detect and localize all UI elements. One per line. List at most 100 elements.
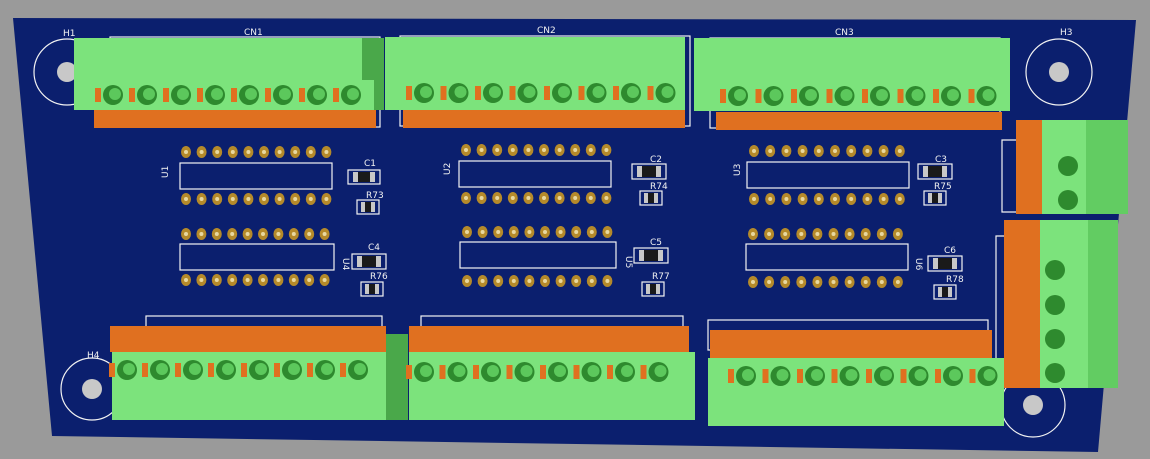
- capacitor-c6: C6: [927, 246, 963, 272]
- terminal-screw-icon: [95, 85, 123, 105]
- ic-label: U3: [733, 164, 743, 176]
- dip-ic-icon: [830, 193, 840, 205]
- terminal-screw-icon: [755, 86, 784, 106]
- dip-ic-icon: [892, 228, 903, 240]
- capacitor-label: C1: [364, 159, 376, 169]
- resistor-r73: R73: [356, 191, 384, 215]
- terminal-screw-icon: [968, 86, 997, 106]
- dip-ic-icon: [319, 228, 330, 240]
- dip-ic-icon: [493, 275, 504, 287]
- terminal-screw-icon: [406, 362, 434, 382]
- dip-ic-icon: [274, 193, 285, 205]
- dip-ic-icon: [288, 274, 299, 286]
- terminal-screw-icon: [544, 83, 572, 103]
- terminal-screw-icon: [1058, 156, 1078, 176]
- dip-ic-icon: [508, 226, 519, 238]
- terminal-screw-icon: [340, 360, 368, 380]
- ic-u5: U5: [459, 226, 633, 287]
- resistor-r74: R74: [639, 182, 668, 206]
- dip-ic-icon: [764, 228, 775, 240]
- terminal-screw-icon: [831, 366, 860, 386]
- dip-ic-icon: [462, 226, 472, 238]
- terminal-screw-icon: [163, 85, 191, 105]
- terminal-screw-icon: [1045, 260, 1065, 280]
- smd-component-icon: [631, 163, 667, 180]
- dip-ic-icon: [476, 144, 487, 156]
- dip-ic-icon: [860, 276, 871, 288]
- smd-component-icon: [639, 190, 663, 206]
- terminal-screw-icon: [969, 366, 998, 386]
- dip-ic-icon: [258, 274, 268, 286]
- connector-cn3: [694, 38, 1010, 130]
- dip-ic-icon: [781, 145, 792, 157]
- dip-ic-icon: [243, 146, 254, 158]
- terminal-screw-icon: [647, 83, 676, 103]
- terminal-screw-icon: [933, 86, 961, 106]
- mounting-hole-icon: [1023, 395, 1043, 415]
- dip-ic-icon: [860, 228, 871, 240]
- terminal-screw-icon: [1058, 190, 1078, 210]
- connector-right-lower: [995, 220, 1118, 388]
- dip-ic-icon: [273, 274, 284, 286]
- capacitor-label: C6: [944, 246, 956, 256]
- resistor-label: R75: [934, 182, 952, 192]
- terminal-screw-icon: [299, 85, 327, 105]
- resistor-r76: R76: [360, 272, 388, 297]
- dip-ic-icon: [748, 276, 758, 288]
- terminal-screw-icon: [439, 362, 468, 382]
- dip-ic-icon: [878, 145, 889, 157]
- dip-ic-icon: [196, 228, 207, 240]
- capacitor-c1: C1: [347, 159, 381, 185]
- terminal-screw-icon: [475, 83, 503, 103]
- dip-ic-icon: [764, 276, 775, 288]
- dip-ic-icon: [258, 228, 268, 240]
- capacitor-c5: C5: [633, 238, 669, 264]
- dip-ic-icon: [321, 146, 332, 158]
- connector-bottom-3: [708, 330, 1004, 426]
- dip-ic-icon: [765, 145, 776, 157]
- hole-label: H4: [87, 351, 100, 361]
- terminal-screw-icon: [509, 83, 538, 103]
- dip-ic-icon: [304, 274, 315, 286]
- ic-label: U2: [443, 163, 453, 175]
- dip-ic-icon: [211, 274, 222, 286]
- dip-ic-icon: [797, 145, 808, 157]
- hole-label: H1: [63, 29, 76, 39]
- connector-bottom-2: [406, 326, 695, 420]
- dip-ic-icon: [196, 193, 207, 205]
- dip-ic-icon: [181, 228, 191, 240]
- dip-ic-icon: [305, 193, 316, 205]
- dip-ic-icon: [828, 276, 839, 288]
- dip-ic-icon: [585, 192, 596, 204]
- dip-ic-icon: [540, 275, 550, 287]
- dip-ic-icon: [830, 145, 840, 157]
- dip-ic-icon: [554, 192, 565, 204]
- dip-ic-icon: [601, 144, 612, 156]
- smd-component-icon: [356, 199, 380, 215]
- dip-ic-icon: [227, 274, 238, 286]
- dip-ic-icon: [586, 226, 597, 238]
- dip-ic-icon: [554, 144, 565, 156]
- dip-ic-icon: [844, 276, 855, 288]
- terminal-screw-icon: [473, 362, 501, 382]
- terminal-screw-icon: [129, 85, 157, 105]
- dip-ic-icon: [290, 146, 301, 158]
- ic-u2: U2: [443, 144, 612, 204]
- dip-ic-icon: [508, 275, 519, 287]
- dip-ic-icon: [181, 274, 191, 286]
- dip-ic-icon: [602, 275, 613, 287]
- dip-ic-icon: [211, 228, 222, 240]
- dip-ic-icon: [846, 193, 857, 205]
- dip-ic-icon: [507, 144, 518, 156]
- dip-ic-icon: [227, 228, 238, 240]
- terminal-screw-icon: [900, 366, 929, 386]
- dip-ic-icon: [305, 146, 316, 158]
- dip-ic-icon: [765, 193, 776, 205]
- terminal-screw-icon: [208, 360, 236, 380]
- smd-component-icon: [347, 169, 381, 185]
- resistor-label: R73: [366, 191, 384, 201]
- ic-label: U1: [161, 166, 171, 178]
- terminal-screw-icon: [109, 360, 137, 380]
- mounting-hole-icon: [57, 62, 77, 82]
- dip-ic-icon: [227, 146, 238, 158]
